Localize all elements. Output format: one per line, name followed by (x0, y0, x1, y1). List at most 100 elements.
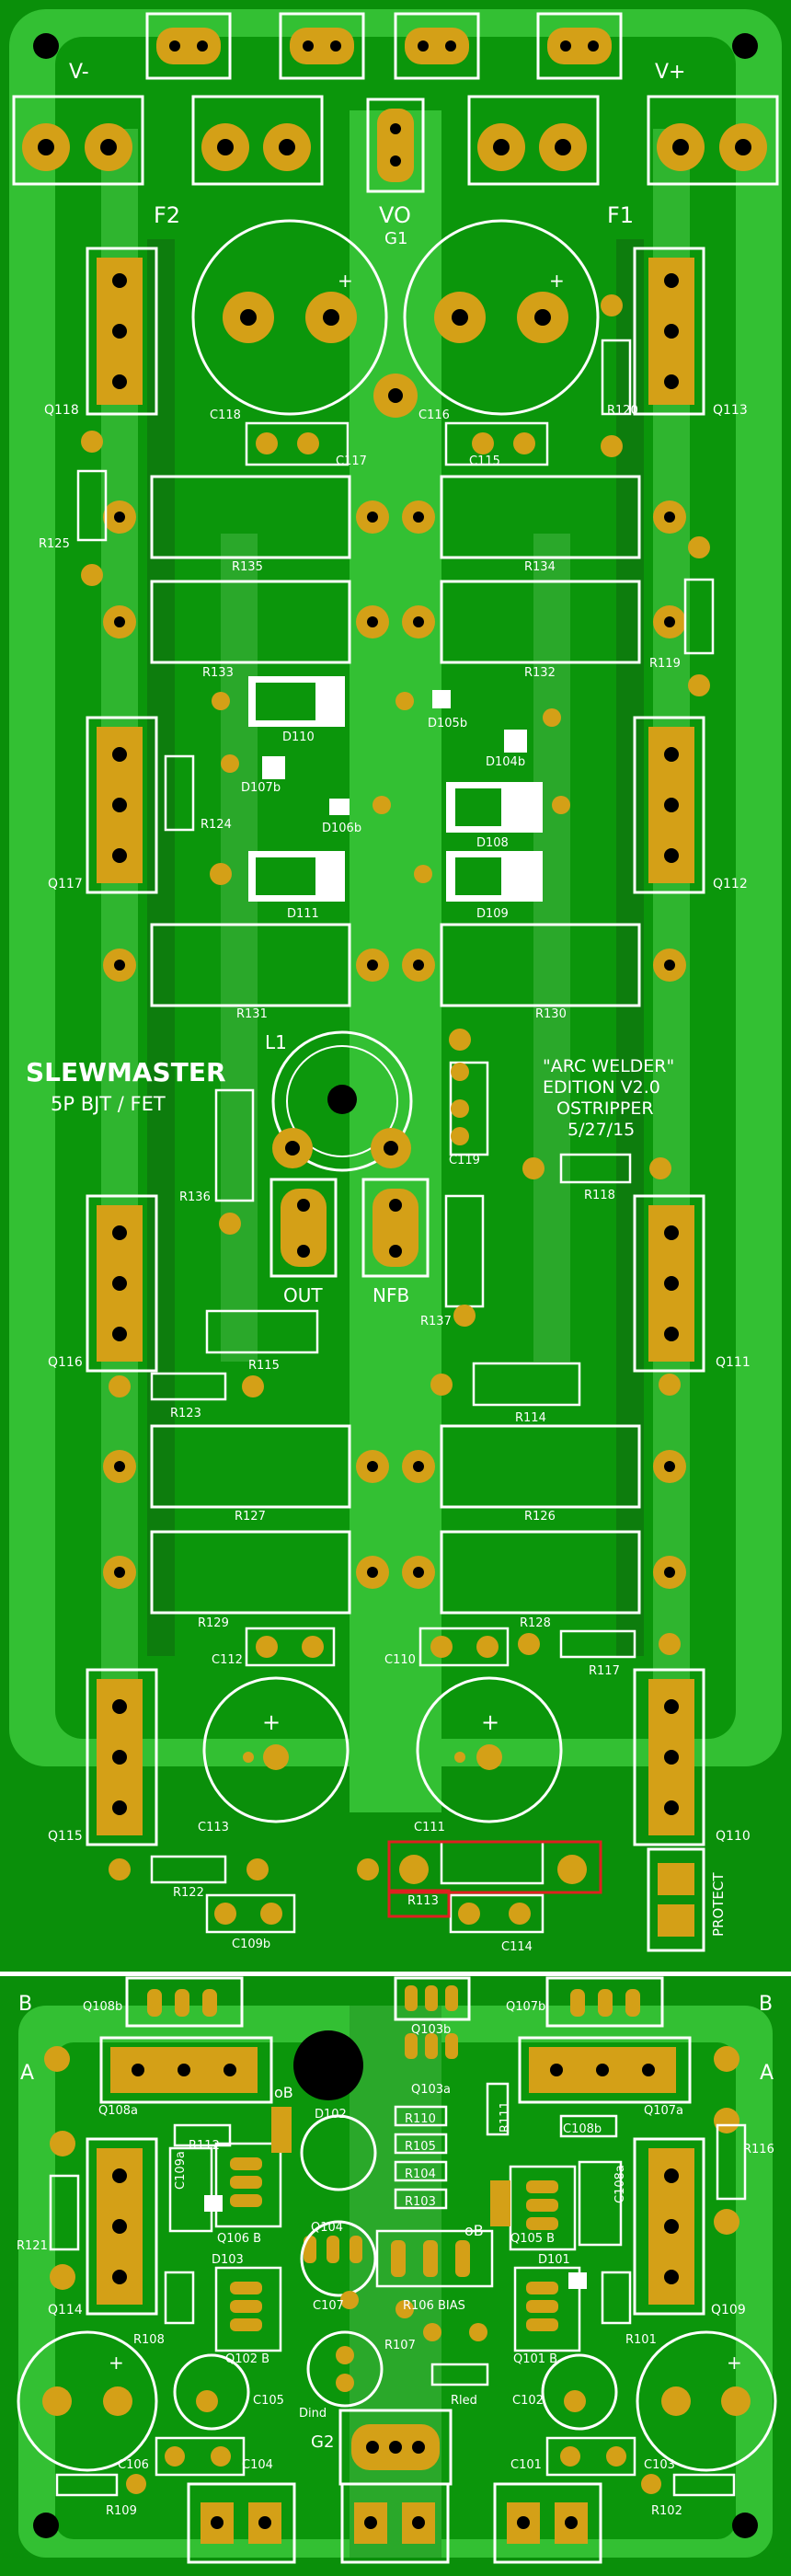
q110-label: Q110 (716, 1829, 751, 1844)
r108-label: R108 (133, 2333, 165, 2347)
q116-label: Q116 (48, 1355, 83, 1370)
edition-line4: 5/27/15 (567, 1120, 635, 1140)
q114-label: Q114 (48, 2303, 83, 2317)
r120-label: R120 (607, 404, 638, 418)
connector-outline (394, 12, 480, 80)
q114-outline (86, 2137, 158, 2316)
c106-label: C106 (118, 2458, 149, 2472)
main-capacitors (191, 219, 600, 418)
q117-label: Q117 (48, 877, 83, 891)
q115-label: Q115 (48, 1829, 83, 1844)
r121-label: R121 (17, 2239, 48, 2253)
d104b-label: D104b (486, 755, 525, 769)
r101-label: R101 (625, 2333, 657, 2347)
r107-label: R107 (384, 2339, 416, 2352)
l1-label: L1 (265, 1031, 287, 1053)
r111-label: R111 (499, 2101, 512, 2133)
r105-label: R105 (405, 2140, 436, 2154)
r113-region (357, 1840, 602, 1918)
c108b-label: C108b (563, 2122, 602, 2136)
c109b-label: C109b (232, 1938, 270, 1951)
c106-plus: + (109, 2352, 124, 2374)
c111-label: C111 (414, 1821, 445, 1834)
board-title: SLEWMASTER (26, 1057, 226, 1087)
c112-label: C112 (212, 1653, 243, 1667)
out-nfb-terminals (269, 1178, 430, 1278)
q104-label: Q104 (311, 2221, 343, 2235)
connector-pad (405, 28, 469, 64)
q116-outline (86, 1194, 158, 1373)
r137-label: R137 (420, 1315, 452, 1328)
top-connectors (12, 12, 779, 193)
connector-pad (547, 28, 612, 64)
r119-label: R119 (649, 657, 681, 671)
board-subtitle: 5P BJT / FET (51, 1093, 166, 1115)
q107a-label: Q107a (644, 2104, 683, 2118)
c118-plus: + (338, 270, 353, 292)
c113-plus: + (262, 1709, 281, 1735)
c117-label: C117 (336, 454, 367, 468)
protect-connector (647, 1847, 705, 1952)
r104-label: R104 (405, 2168, 436, 2181)
q109-outline (633, 2137, 705, 2316)
connector-outline (279, 12, 365, 80)
c115-label: C115 (469, 454, 500, 468)
capacitor-c118-outline (191, 219, 388, 416)
fuse-holder-outline (647, 95, 779, 186)
resistor-pads (103, 500, 686, 1589)
vo-terminal-pad (377, 109, 414, 182)
c113-label: C113 (198, 1821, 229, 1834)
silkscreen-text: V- V+ F2 F1 VO G1 Q118 Q113 Q117 Q112 Q1… (17, 61, 774, 2518)
r126-label: R126 (524, 1510, 556, 1524)
c110-label: C110 (384, 1653, 416, 1667)
c116-label: C116 (418, 408, 450, 422)
r106-bias-label: R106 BIAS (403, 2299, 465, 2313)
r123-label: R123 (170, 1407, 201, 1420)
connector-pad (290, 28, 354, 64)
d101-label: D101 (538, 2253, 570, 2267)
edition-line3: OSTRIPPER (556, 1098, 654, 1119)
r132-label: R132 (524, 666, 556, 680)
d105b-label: D105b (428, 717, 467, 730)
c105-label: C105 (253, 2394, 284, 2408)
c101-label: C101 (510, 2458, 542, 2472)
c118-label: C118 (210, 408, 241, 422)
q115-outline (86, 1668, 158, 1846)
r136-label: R136 (179, 1190, 211, 1204)
f2-label: F2 (154, 202, 180, 228)
fuse-holder-outline (467, 95, 600, 186)
r118-label: R118 (584, 1189, 615, 1202)
d103-label: D103 (212, 2253, 244, 2267)
dind-label: Dind (299, 2407, 327, 2421)
r113-label: R113 (407, 1894, 439, 1908)
vo-terminal-outline (366, 98, 425, 193)
highlight-box (387, 1840, 602, 1894)
q111-outline (633, 1194, 705, 1373)
ob-right-label: oB (464, 2222, 484, 2239)
c103-label: C103 (644, 2458, 675, 2472)
q106b-label: Q106 B (217, 2232, 261, 2246)
r130-label: R130 (535, 1007, 567, 1021)
r122-label: R122 (173, 1886, 204, 1900)
c102-label: C102 (512, 2394, 544, 2408)
r131-label: R131 (236, 1007, 268, 1021)
r103-label: R103 (405, 2195, 436, 2209)
q108b-label: Q108b (83, 2000, 122, 2014)
r109-label: R109 (106, 2504, 137, 2518)
edition-line1: "ARC WELDER" (543, 1056, 674, 1076)
q108a-label: Q108a (98, 2104, 138, 2118)
q109-label: Q109 (711, 2303, 746, 2317)
mounting-hole (33, 33, 59, 59)
right-inner-trace (533, 534, 570, 1362)
power-resistors (150, 475, 641, 1615)
small-pads (81, 294, 710, 1880)
q118-label: Q118 (44, 403, 79, 418)
mounting-hole (732, 33, 758, 59)
nfb-label: NFB (373, 1284, 409, 1306)
c109a-label: C109a (174, 2151, 188, 2190)
rled-label: Rled (451, 2394, 477, 2408)
r133-label: R133 (202, 666, 234, 680)
capacitor-c116-outline (403, 219, 600, 416)
